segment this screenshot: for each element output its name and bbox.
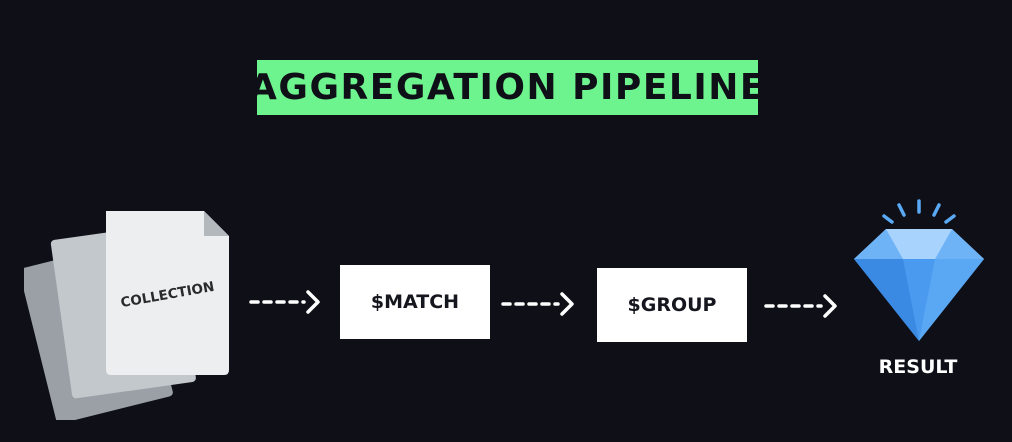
document-stack-icon	[24, 211, 229, 420]
result-label: RESULT	[878, 356, 958, 378]
title-banner: AGGREGATION PIPELINE	[249, 60, 764, 115]
stage-match-box: $MATCH	[340, 265, 490, 339]
arrow-1	[249, 290, 320, 314]
diagram-title: AGGREGATION PIPELINE	[249, 67, 766, 108]
stage-group-box: $GROUP	[597, 268, 747, 342]
diamond-icon	[854, 199, 984, 341]
arrow-3	[764, 294, 837, 318]
arrow-2	[501, 292, 574, 316]
stage-match-label: $MATCH	[370, 291, 460, 313]
stage-group-label: $GROUP	[627, 294, 717, 316]
